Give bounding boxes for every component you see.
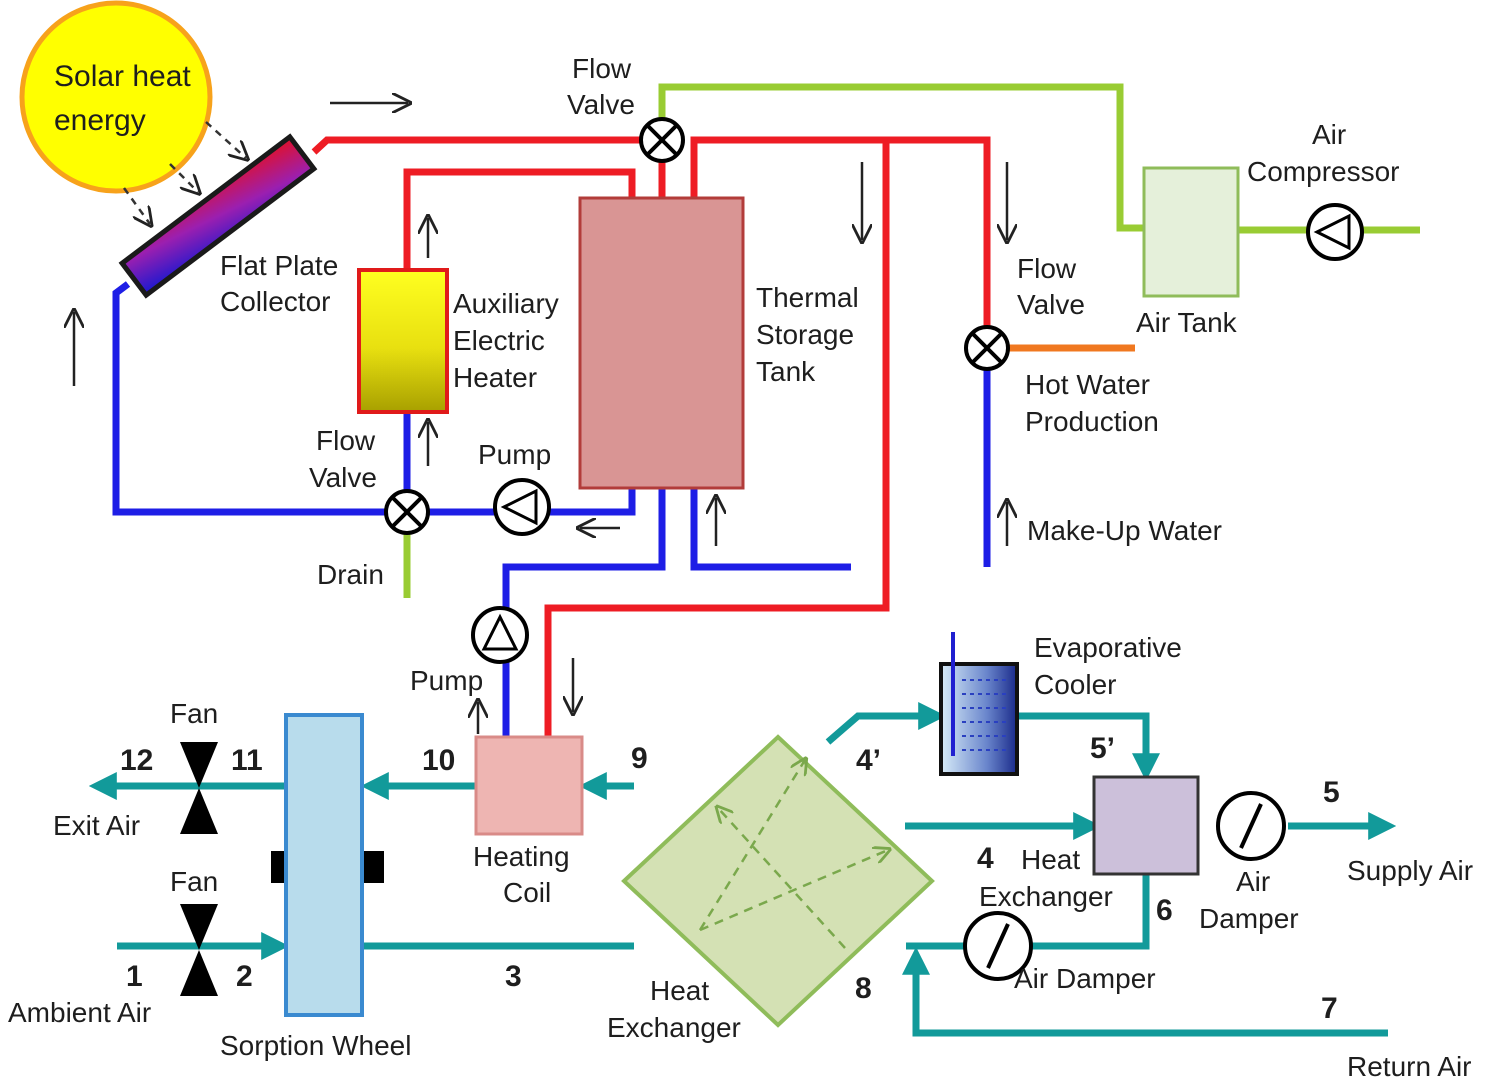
state-point-5-prime: 5’ bbox=[1090, 732, 1115, 765]
air-damper-bottom-label: Air Damper bbox=[1014, 963, 1156, 994]
air-line-to-valve bbox=[658, 83, 1145, 232]
return-air-label: Return Air bbox=[1347, 1051, 1472, 1082]
drain-label: Drain bbox=[317, 559, 384, 590]
sun-icon bbox=[19, 0, 213, 194]
flat-plate-collector bbox=[118, 133, 318, 299]
flow-direction-arrows bbox=[74, 103, 1007, 734]
state-point-5: 5 bbox=[1323, 776, 1340, 809]
flow-valve-right-label-1: Flow bbox=[1017, 253, 1077, 284]
air-damper-bottom-icon bbox=[963, 911, 1033, 981]
pump-left-label: Pump bbox=[410, 665, 483, 696]
sorption-wheel bbox=[271, 713, 384, 1017]
aux-heater-loop-pipe bbox=[403, 168, 636, 270]
flow-valve-top-label-1: Flow bbox=[572, 53, 632, 84]
hx-main-label-1: Heat bbox=[650, 975, 709, 1006]
makeup-water-label: Make-Up Water bbox=[1027, 515, 1222, 546]
aux-heater-label-1: Auxiliary bbox=[453, 288, 559, 319]
state-point-1: 1 bbox=[126, 960, 143, 993]
sun-label-line1: Solar heat bbox=[54, 60, 191, 93]
flow-valve-left-label-2: Valve bbox=[309, 462, 377, 493]
auxiliary-electric-heater bbox=[357, 268, 449, 414]
pump-top-icon bbox=[493, 478, 551, 536]
heat-exchanger-small bbox=[1092, 775, 1200, 876]
state-point-12: 12 bbox=[120, 744, 153, 777]
air-compressor-icon bbox=[1306, 203, 1364, 261]
heating-coil-label-1: Heating bbox=[473, 841, 570, 872]
return-air-stream bbox=[902, 946, 1388, 1037]
heat-exchanger-main bbox=[621, 734, 935, 1028]
fan-bottom-icon bbox=[180, 904, 218, 996]
sorption-wheel-label: Sorption Wheel bbox=[220, 1030, 411, 1061]
state-point-8: 8 bbox=[855, 972, 872, 1005]
pump-top-label: Pump bbox=[478, 439, 551, 470]
state-point-4-prime: 4’ bbox=[856, 744, 881, 777]
fan-top-icon bbox=[180, 742, 218, 834]
flow-valve-right-label-2: Valve bbox=[1017, 289, 1085, 320]
hot-water-label-1: Hot Water bbox=[1025, 369, 1150, 400]
state-point-11: 11 bbox=[231, 744, 263, 777]
stream-5-prime bbox=[1018, 712, 1160, 782]
air-compressor-label-1: Air bbox=[1312, 119, 1346, 150]
collector-label-2: Collector bbox=[220, 286, 330, 317]
hx-main-label-2: Exchanger bbox=[607, 1012, 741, 1043]
state-point-3: 3 bbox=[505, 960, 522, 993]
hot-supply-to-coil-pipe bbox=[544, 140, 890, 738]
exit-air-label: Exit Air bbox=[53, 810, 140, 841]
aux-heater-label-2: Electric bbox=[453, 325, 545, 356]
flow-valve-right-icon bbox=[964, 325, 1010, 371]
state-point-7: 7 bbox=[1321, 992, 1338, 1025]
state-point-10: 10 bbox=[422, 744, 455, 777]
fan-top-label: Fan bbox=[170, 698, 218, 729]
heating-coil bbox=[474, 735, 584, 836]
state-point-6: 6 bbox=[1156, 894, 1173, 927]
evap-cooler-label-1: Evaporative bbox=[1034, 632, 1182, 663]
air-damper-right-label-2: Damper bbox=[1199, 903, 1299, 934]
sun-label-line2: energy bbox=[54, 104, 146, 137]
flow-valve-top-icon bbox=[639, 117, 685, 163]
collector-supply-pipe bbox=[311, 136, 642, 155]
tank-label-3: Tank bbox=[756, 356, 816, 387]
evap-cooler-label-2: Cooler bbox=[1034, 669, 1116, 700]
state-point-2: 2 bbox=[236, 960, 253, 993]
tank-label-2: Storage bbox=[756, 319, 854, 350]
flow-valve-left-icon bbox=[384, 489, 430, 535]
air-streams bbox=[88, 702, 1397, 1037]
air-tank-label: Air Tank bbox=[1136, 307, 1238, 338]
air-tank bbox=[1142, 166, 1240, 298]
flow-valve-top-label-2: Valve bbox=[567, 89, 635, 120]
makeup-water-pipe bbox=[690, 488, 851, 571]
collector-return-pipe bbox=[112, 281, 636, 516]
supply-air-label: Supply Air bbox=[1347, 855, 1473, 886]
hx-small-label-2: Exchanger bbox=[979, 881, 1113, 912]
stream-4-prime bbox=[825, 702, 947, 745]
state-point-numbers: 1 2 3 4 4’ 5 5’ 6 7 8 9 10 11 12 bbox=[120, 732, 1340, 1025]
hx-small-label-1: Heat bbox=[1021, 844, 1080, 875]
thermal-storage-tank bbox=[578, 196, 745, 490]
heating-coil-label-2: Coil bbox=[503, 877, 551, 908]
flow-valve-left-label-1: Flow bbox=[316, 425, 376, 456]
tank-label-1: Thermal bbox=[756, 282, 859, 313]
air-damper-right-label-1: Air bbox=[1236, 866, 1270, 897]
air-damper-right-icon bbox=[1216, 791, 1286, 861]
hot-water-pipes bbox=[311, 136, 991, 738]
fan-bottom-label: Fan bbox=[170, 866, 218, 897]
component-labels: Flow Valve Air Compressor Flat Plate Col… bbox=[8, 53, 1473, 1082]
stream-6 bbox=[1030, 874, 1150, 950]
aux-heater-label-3: Heater bbox=[453, 362, 537, 393]
sun-rays bbox=[122, 121, 246, 224]
collector-label-1: Flat Plate bbox=[220, 250, 338, 281]
tank-hot-outlet-pipe bbox=[690, 136, 991, 328]
ambient-air-label: Ambient Air bbox=[8, 997, 151, 1028]
state-point-9: 9 bbox=[631, 742, 648, 775]
evaporative-cooler bbox=[939, 632, 1019, 776]
hot-water-label-2: Production bbox=[1025, 406, 1159, 437]
state-point-4: 4 bbox=[977, 842, 994, 875]
pump-left-icon bbox=[471, 606, 529, 664]
compressed-air-pipes bbox=[403, 83, 1420, 598]
air-compressor-label-2: Compressor bbox=[1247, 156, 1399, 187]
